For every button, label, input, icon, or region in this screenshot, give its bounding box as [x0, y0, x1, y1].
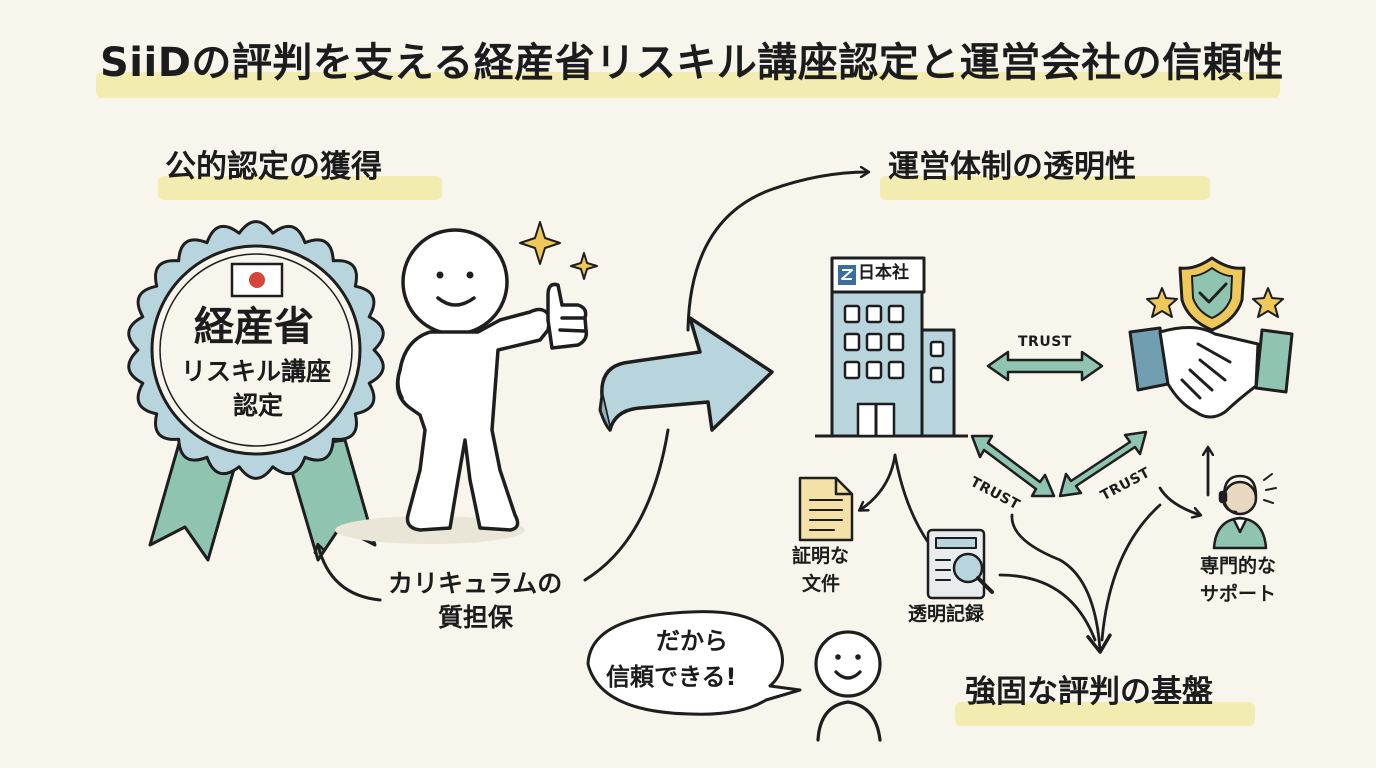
building-sign: 日本社 [858, 263, 909, 283]
converge-2 [998, 573, 1097, 642]
trust-arrow-right [1058, 430, 1148, 498]
left-heading-highlight [158, 176, 442, 200]
award-rosette-icon [127, 220, 385, 562]
magnifier-record-icon [926, 528, 994, 600]
curve-arrow-to-transparency [686, 172, 868, 332]
thumbs-up-stick-figure-icon [335, 228, 589, 544]
handshake-icon [1128, 326, 1294, 419]
shield-check-icon [1178, 256, 1246, 332]
headset-operator-icon [1212, 473, 1277, 550]
speech-line2: 信頼できる! [606, 663, 737, 691]
connector-to-docs [860, 453, 897, 510]
happy-person-icon [814, 630, 882, 742]
trust-arrow-left [970, 434, 1056, 498]
records-label: 透明記録 [908, 603, 985, 625]
star-icon [1146, 287, 1284, 318]
sparkle-icon [519, 221, 598, 280]
connector-to-support [1158, 486, 1200, 515]
document-icon [798, 476, 854, 542]
title-highlight [96, 72, 1280, 98]
support-label-line1: 専門的な [1200, 555, 1277, 577]
page-title: SiiDの評判を支える経産省リスキル講座認定と運営会社の信頼性 [100, 40, 1284, 86]
trust-arrow-top [986, 350, 1104, 382]
curve-line-caption [583, 428, 670, 582]
curve-arrow-to-medal [318, 545, 382, 602]
speech-bubble [586, 610, 802, 716]
right-heading-highlight [880, 176, 1210, 200]
medal-line1: 経産省 [194, 304, 314, 350]
speech-line1: だから [656, 627, 728, 655]
medal-line3: 認定 [232, 391, 283, 420]
caption-line1: カリキュラムの [388, 569, 563, 598]
office-building-icon [815, 256, 968, 438]
converge-3 [1100, 503, 1162, 642]
converge-1 [1010, 513, 1112, 654]
caption-line2: 質担保 [438, 603, 514, 632]
big-arrow-icon [598, 316, 774, 432]
medal-line2: リスキル講座 [180, 357, 331, 386]
support-label-line2: サポート [1200, 583, 1277, 605]
trust-label-top: TRUST [1018, 334, 1072, 350]
japan-flag-icon [230, 262, 284, 298]
docs-label-line2: 文件 [802, 573, 841, 595]
docs-label-line1: 証明な [792, 545, 850, 567]
left-heading: 公的認定の獲得 [165, 149, 382, 185]
right-heading: 運営体制の透明性 [888, 149, 1136, 185]
connector-to-records [893, 453, 932, 547]
bottom-heading-highlight [955, 702, 1255, 726]
bottom-heading: 強固な評判の基盤 [965, 674, 1213, 710]
